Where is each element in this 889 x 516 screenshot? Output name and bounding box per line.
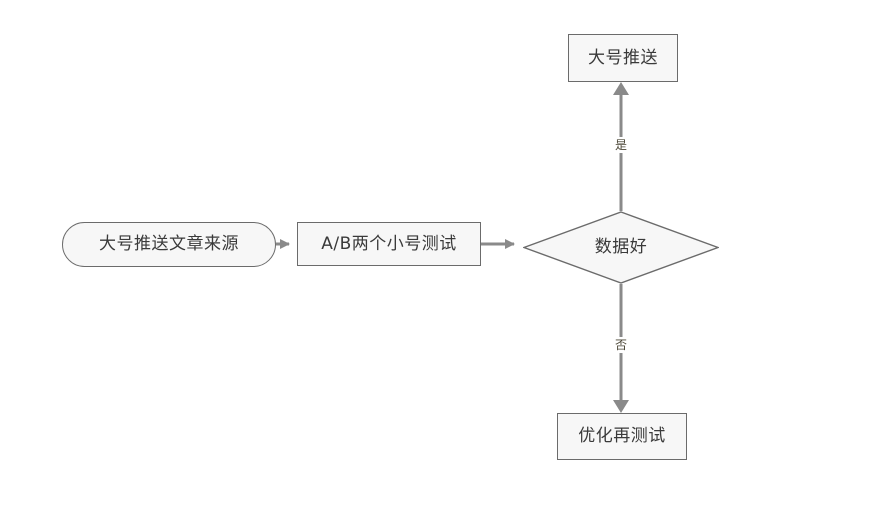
node-source-label: 大号推送文章来源 — [99, 234, 239, 254]
node-abtest[interactable]: A/B两个小号测试 — [297, 222, 481, 266]
edge-label-yes: 是 — [612, 137, 631, 153]
edge-label-no: 否 — [612, 337, 631, 353]
connector-decision-to-push — [613, 82, 629, 211]
node-source[interactable]: 大号推送文章来源 — [62, 222, 276, 267]
node-optimize-label: 优化再测试 — [578, 426, 666, 446]
node-decision[interactable]: 数据好 — [523, 211, 719, 284]
node-abtest-label: A/B两个小号测试 — [321, 233, 457, 254]
node-push[interactable]: 大号推送 — [568, 34, 678, 82]
node-push-label: 大号推送 — [588, 47, 658, 68]
node-decision-label: 数据好 — [594, 237, 648, 257]
diamond-shape — [523, 211, 719, 284]
node-optimize[interactable]: 优化再测试 — [557, 413, 687, 460]
